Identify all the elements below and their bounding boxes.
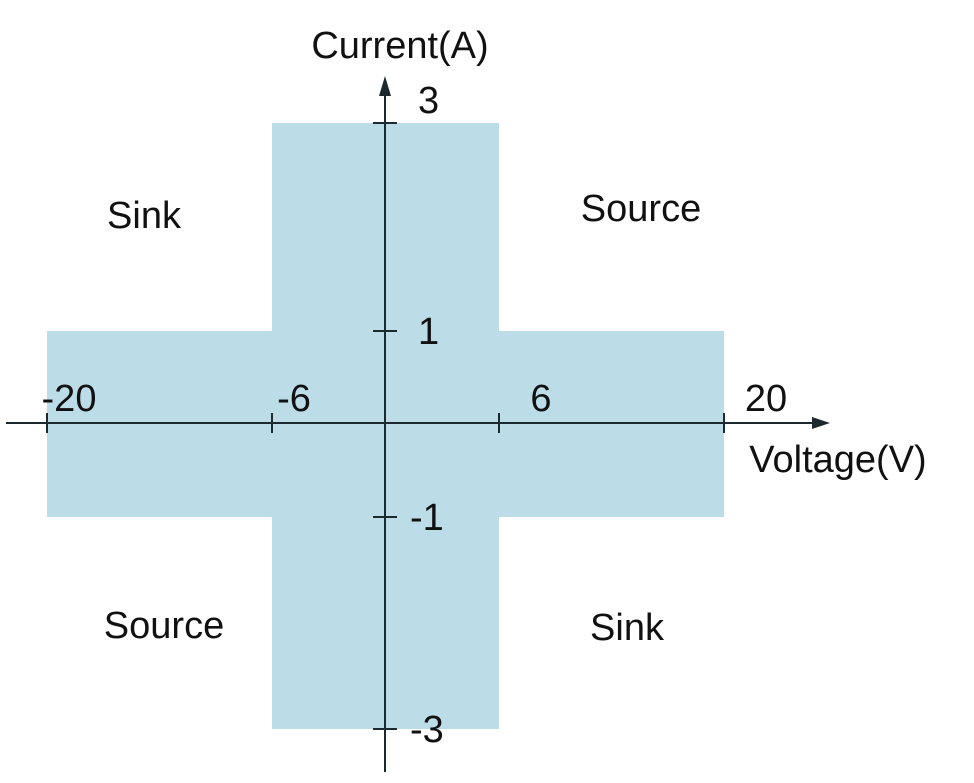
x-axis-arrow — [812, 417, 830, 429]
y-axis-label: Current(A) — [311, 25, 488, 67]
y-tick-label: -1 — [410, 497, 444, 539]
y-tick-label: 1 — [418, 311, 439, 353]
quadrant-label-bottom-left: Source — [104, 605, 224, 647]
quadrant-label-top-left: Sink — [107, 195, 182, 237]
x-tick-label: -20 — [42, 378, 97, 420]
y-tick-label: 3 — [418, 80, 439, 122]
y-tick-label: -3 — [410, 709, 444, 751]
x-tick-label: 6 — [530, 378, 551, 420]
y-axis-arrow — [379, 76, 391, 96]
x-tick-label: -6 — [277, 378, 311, 420]
quadrant-label-bottom-right: Sink — [590, 607, 665, 649]
quadrant-label-top-right: Source — [581, 188, 701, 230]
x-tick-label: 20 — [745, 378, 787, 420]
x-axis-label: Voltage(V) — [749, 439, 926, 481]
